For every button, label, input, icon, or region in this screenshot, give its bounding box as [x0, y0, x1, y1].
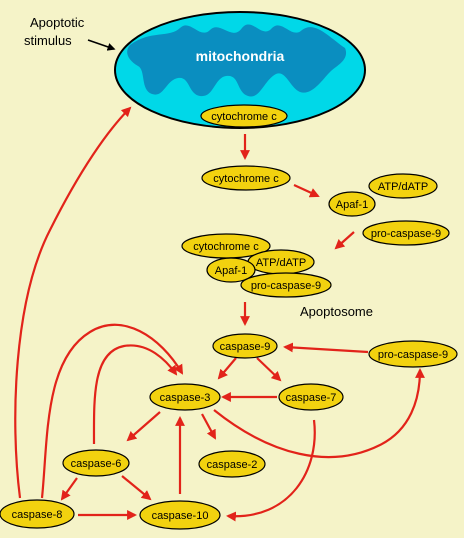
arrow-caspase3-to-caspase2 [201, 413, 216, 440]
arrow-to-apoptosome [334, 231, 355, 250]
stimulus-arrow [87, 39, 116, 51]
node-caspase-6: caspase-6 [62, 449, 130, 477]
arrow-caspase9-to-caspase3 [217, 357, 237, 380]
node-label: pro-caspase-9 [251, 280, 321, 292]
mitochondria: mitochondria [114, 11, 366, 129]
node-label: Apaf-1 [215, 265, 247, 277]
apoptosome-complex: cytochrome c ATP/dATP Apaf-1 pro-caspase… [181, 233, 332, 298]
node-label: cytochrome c [193, 241, 259, 253]
node-caspase-3: caspase-3 [149, 383, 221, 411]
node-cytochrome-c-mitochondria: cytochrome c [200, 104, 288, 128]
arrow-caspase3-to-procaspase9 [213, 368, 425, 459]
apoptosome-label: Apoptosome [300, 304, 373, 319]
node-label: caspase-7 [286, 392, 337, 404]
arrow-caspase6-to-caspase8 [60, 477, 78, 501]
node-caspase-10: caspase-10 [139, 500, 221, 530]
node-atp-datp: ATP/dATP [368, 173, 438, 199]
node-caspase-8: caspase-8 [0, 499, 75, 529]
arrows [14, 106, 425, 522]
node-label: caspase-2 [207, 459, 258, 471]
arrow-cytochrome-to-apaf1 [293, 184, 320, 198]
node-caspase-7: caspase-7 [278, 383, 344, 411]
node-pro-caspase-9-lower: pro-caspase-9 [368, 340, 458, 368]
complex-pro-caspase-9: pro-caspase-9 [240, 272, 332, 298]
arrow-caspase6-to-caspase10 [121, 475, 152, 501]
arrow-procaspase9-to-caspase9 [283, 342, 369, 354]
node-label: pro-caspase-9 [371, 228, 441, 240]
complex-apaf-1: Apaf-1 [206, 257, 256, 283]
node-label: cytochrome c [211, 111, 277, 123]
mitochondria-cristae [127, 24, 347, 97]
node-caspase-9: caspase-9 [212, 333, 278, 359]
node-label: cytochrome c [213, 173, 279, 185]
arrow-caspase9-to-caspase7 [256, 357, 282, 382]
arrow-caspase8-to-caspase3 [40, 323, 184, 499]
complex-cytochrome-c: cytochrome c [181, 233, 271, 259]
node-apaf-1: Apaf-1 [328, 191, 376, 217]
node-label: pro-caspase-9 [378, 349, 448, 361]
arrow-caspase7-to-caspase10 [226, 419, 316, 522]
arrow-caspase6-to-caspase3 [92, 344, 178, 445]
node-label: caspase-3 [160, 392, 211, 404]
complex-atp-datp: ATP/dATP [247, 249, 315, 275]
node-label: caspase-8 [12, 509, 63, 521]
node-label: ATP/dATP [256, 257, 306, 269]
mitochondria-label: mitochondria [196, 48, 285, 64]
arrow-caspase3-to-caspase6 [126, 411, 161, 442]
node-label: caspase-9 [220, 341, 271, 353]
node-label: caspase-10 [152, 510, 209, 522]
node-label: caspase-6 [71, 458, 122, 470]
node-cytochrome-c-released: cytochrome c [201, 165, 291, 191]
node-label: ATP/dATP [378, 181, 428, 193]
node-label: Apaf-1 [336, 199, 368, 211]
arrow-caspase8-to-mitochondria [14, 106, 132, 499]
apoptotic-stimulus-label-line2: stimulus [24, 33, 72, 48]
apoptotic-stimulus-label-line1: Apoptotic [30, 15, 85, 30]
node-pro-caspase-9: pro-caspase-9 [362, 220, 450, 246]
node-caspase-2: caspase-2 [198, 450, 266, 478]
